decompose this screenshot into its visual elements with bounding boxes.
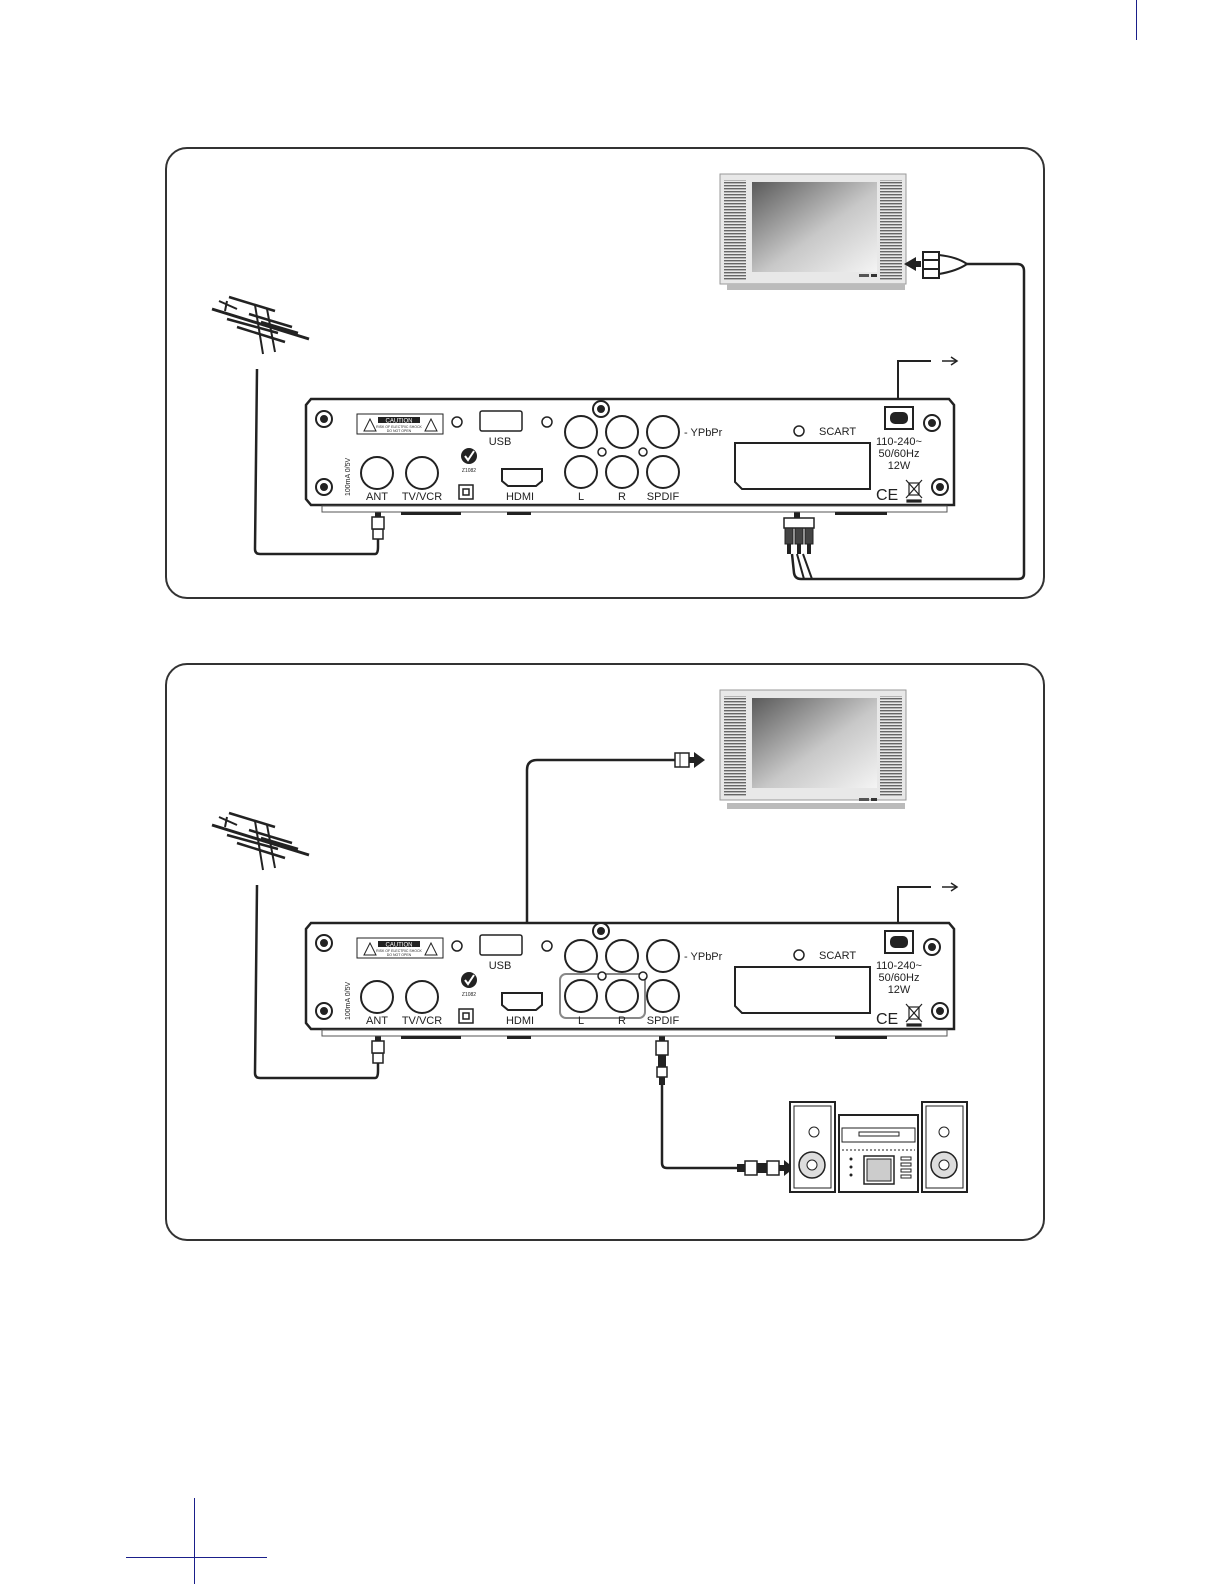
scart-label: SCART xyxy=(819,426,856,438)
side-rating-text: 100mA 0/5V xyxy=(345,982,352,1020)
antenna-icon xyxy=(212,813,309,870)
ant-label: ANT xyxy=(366,1015,388,1027)
tvvcr-port-icon xyxy=(406,981,438,1013)
tvvcr-port-icon xyxy=(406,457,438,489)
power-cord-icon xyxy=(898,357,957,403)
caution-label: CAUTION xyxy=(386,419,413,425)
ce-mark: CE xyxy=(876,1011,898,1028)
hdmi-plug-tv-icon xyxy=(675,752,705,768)
ant-port-icon xyxy=(361,981,393,1013)
power-frequency-text: 50/60Hz xyxy=(879,448,920,460)
audio-r-label: R xyxy=(618,491,626,503)
ant-port-icon xyxy=(361,457,393,489)
power-frequency-text: 50/60Hz xyxy=(879,972,920,984)
cert-code-text: Z1082 xyxy=(462,992,476,998)
diagram-scart-connection: CAUTION RISK OF ELECTRIC SHOCK DO NOT OP… xyxy=(167,149,1047,601)
audio-l-label: L xyxy=(578,491,584,503)
ant-label: ANT xyxy=(366,491,388,503)
tv-icon xyxy=(720,690,906,809)
crop-mark-bottom-horizontal xyxy=(126,1557,267,1558)
hdmi-label: HDMI xyxy=(506,1015,534,1027)
spdif-plug-audio-icon xyxy=(737,1160,794,1176)
connection-panel-hdmi-audio: CAUTION RISK OF ELECTRIC SHOCK DO NOT OP… xyxy=(165,663,1045,1241)
cert-code-text: Z1082 xyxy=(462,468,476,474)
ypbpr-label: - YPbPr xyxy=(684,427,723,439)
ypbpr-label: - YPbPr xyxy=(684,951,723,963)
tvvcr-label: TV/VCR xyxy=(402,491,442,503)
tv-icon xyxy=(720,174,906,290)
usb-port-icon xyxy=(480,411,522,431)
crop-mark-top xyxy=(1136,0,1137,40)
audio-l-label: L xyxy=(578,1015,584,1027)
usb-label: USB xyxy=(489,960,512,972)
diagram-hdmi-spdif-connection: CAUTION RISK OF ELECTRIC SHOCK DO NOT OP… xyxy=(167,665,1047,1243)
receiver-back-panel: CAUTION RISK OF ELECTRIC SHOCK DO NOT OP… xyxy=(306,923,954,1039)
antenna-icon xyxy=(212,297,309,354)
spdif-label: SPDIF xyxy=(647,1015,680,1027)
scart-port-icon xyxy=(735,967,870,1013)
side-rating-text: 100mA 0/5V xyxy=(345,458,352,496)
usb-port-icon xyxy=(480,935,522,955)
hdmi-port-icon xyxy=(502,469,542,486)
power-voltage-text: 110-240~ xyxy=(876,436,922,448)
scart-label: SCART xyxy=(819,950,856,962)
audio-system-icon xyxy=(790,1102,967,1192)
tv-scart-plug-icon xyxy=(904,252,967,278)
power-watt-text: 12W xyxy=(888,460,911,472)
hdmi-port-icon xyxy=(502,993,542,1010)
usb-label: USB xyxy=(489,436,512,448)
connection-panel-scart-tv: CAUTION RISK OF ELECTRIC SHOCK DO NOT OP… xyxy=(165,147,1045,599)
spdif-label: SPDIF xyxy=(647,491,680,503)
power-watt-text: 12W xyxy=(888,984,911,996)
tvvcr-label: TV/VCR xyxy=(402,1015,442,1027)
hdmi-label: HDMI xyxy=(506,491,534,503)
spdif-cable xyxy=(662,1085,737,1168)
caution-label: CAUTION xyxy=(386,943,413,949)
caution-subtext-2: DO NOT OPEN xyxy=(387,953,412,957)
ce-mark: CE xyxy=(876,487,898,504)
crop-mark-bottom-vertical xyxy=(194,1498,195,1584)
caution-subtext-2: DO NOT OPEN xyxy=(387,429,412,433)
power-voltage-text: 110-240~ xyxy=(876,960,922,972)
receiver-back-panel: CAUTION RISK OF ELECTRIC SHOCK DO NOT OP… xyxy=(306,399,954,515)
scart-port-icon xyxy=(735,443,870,489)
audio-r-label: R xyxy=(618,1015,626,1027)
